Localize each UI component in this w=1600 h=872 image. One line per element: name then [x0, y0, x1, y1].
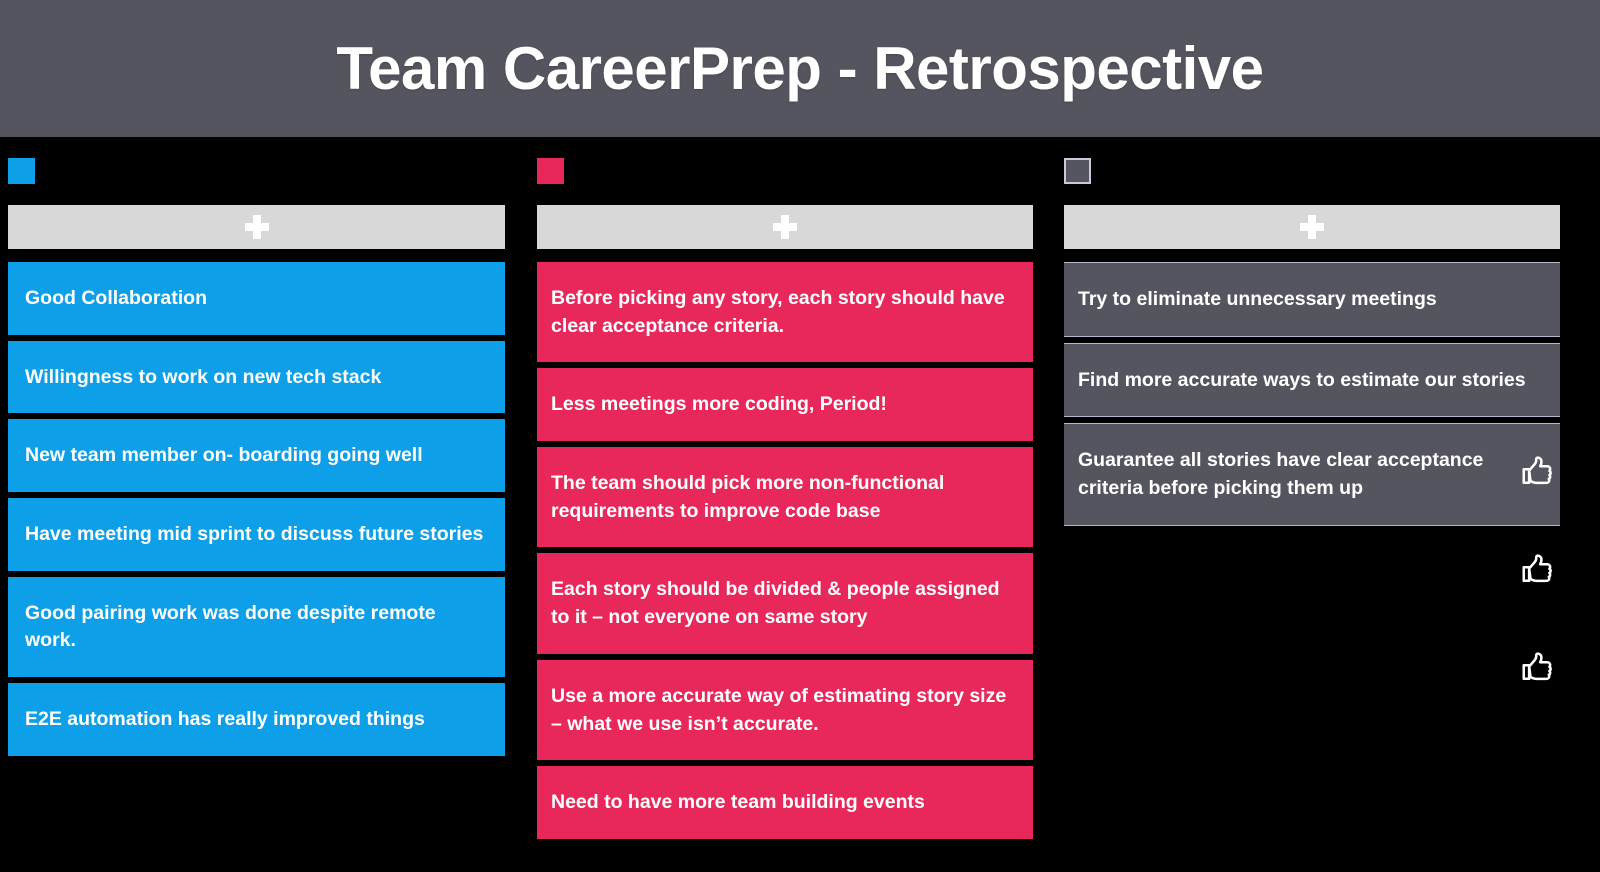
board-header: Team CareerPrep - Retrospective [0, 0, 1600, 137]
card[interactable]: Use a more accurate way of estimating st… [537, 659, 1033, 761]
add-card-button-went-well[interactable] [8, 205, 505, 249]
column-color-swatch-went-well[interactable] [8, 158, 35, 184]
plus-icon [773, 215, 797, 239]
thumbs-up-icon[interactable] [1520, 455, 1556, 491]
card[interactable]: Guarantee all stories have clear accepta… [1064, 423, 1560, 526]
card[interactable]: Before picking any story, each story sho… [537, 262, 1033, 363]
add-card-button-action-items[interactable] [1064, 205, 1560, 249]
card[interactable]: Less meetings more coding, Period! [537, 368, 1033, 442]
card[interactable]: Willingness to work on new tech stack [8, 340, 505, 414]
vote-button-group [1520, 455, 1560, 749]
card-list-to-improve: Before picking any story, each story sho… [537, 262, 1033, 839]
card[interactable]: Need to have more team building events [537, 766, 1033, 839]
card[interactable]: Good Collaboration [8, 262, 505, 335]
column-color-swatch-to-improve[interactable] [537, 158, 564, 184]
column-to-improve: Before picking any story, each story sho… [528, 137, 1056, 872]
card[interactable]: The team should pick more non-functional… [537, 447, 1033, 548]
thumbs-up-icon[interactable] [1520, 553, 1556, 589]
card[interactable]: Have meeting mid sprint to discuss futur… [8, 498, 505, 571]
board-columns: Good Collaboration Willingness to work o… [0, 137, 1600, 872]
card[interactable]: Try to eliminate unnecessary meetings [1064, 262, 1560, 337]
card[interactable]: Each story should be divided & people as… [537, 553, 1033, 654]
column-went-well: Good Collaboration Willingness to work o… [0, 137, 528, 872]
plus-icon [244, 215, 269, 239]
add-card-button-to-improve[interactable] [537, 205, 1033, 249]
card-list-went-well: Good Collaboration Willingness to work o… [8, 262, 505, 756]
card[interactable]: Good pairing work was done despite remot… [8, 576, 505, 678]
card[interactable]: New team member on- boarding going well [8, 419, 505, 493]
plus-icon [1300, 215, 1324, 239]
thumbs-up-icon[interactable] [1520, 651, 1556, 687]
card[interactable]: Find more accurate ways to estimate our … [1064, 342, 1560, 418]
card-list-action-items: Try to eliminate unnecessary meetings Fi… [1064, 262, 1560, 526]
column-color-swatch-action-items[interactable] [1064, 158, 1091, 184]
card[interactable]: E2E automation has really improved thing… [8, 683, 505, 756]
column-action-items: Try to eliminate unnecessary meetings Fi… [1056, 137, 1600, 872]
page-title: Team CareerPrep - Retrospective [336, 34, 1264, 102]
